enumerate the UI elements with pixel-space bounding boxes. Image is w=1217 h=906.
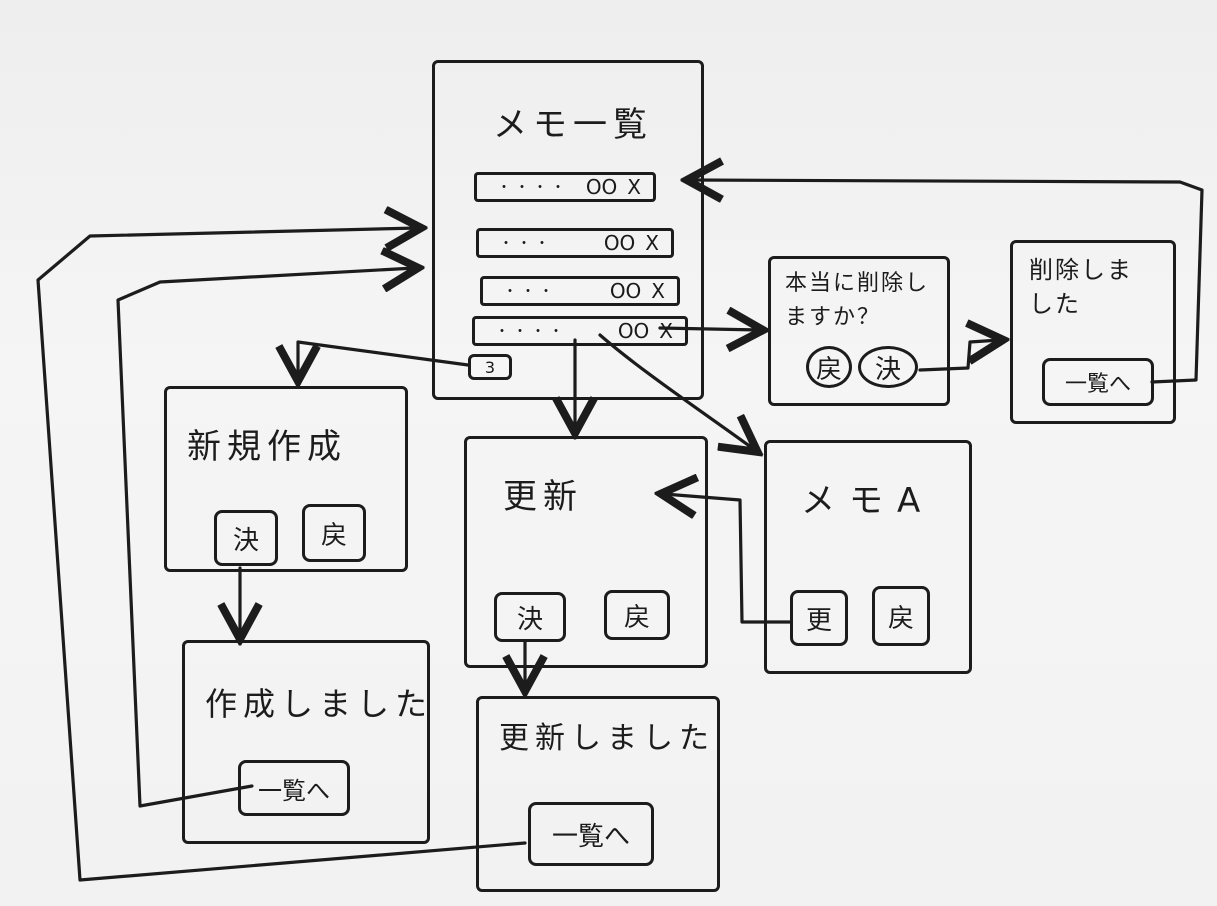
confirm-delete-title: 本当に削除しますか？	[785, 271, 930, 330]
memo-row-text: ・・・・	[497, 180, 569, 196]
update-title: 更新	[503, 477, 583, 517]
memo-a-title: メモA	[801, 481, 935, 521]
memo-row[interactable]: ・・・ OO X	[476, 228, 674, 258]
memo-list-screen: メモ一覧	[432, 60, 704, 400]
memo-list-title: メモ一覧	[493, 105, 653, 145]
arrow-list-to-memo-a	[598, 333, 755, 450]
back-to-list-button[interactable]: 一覧へ	[528, 802, 654, 866]
arrow-deleted-to-list	[690, 180, 1204, 384]
deleted-screen: 削除しました	[1010, 240, 1176, 424]
memo-row-text: ・・・・	[495, 324, 567, 340]
new-memo-title: 新規作成	[187, 427, 347, 467]
arrow-confirm-to-deleted	[918, 340, 1000, 372]
back-button[interactable]: 戻	[872, 586, 930, 646]
memo-row[interactable]: ・・・・ OO X	[474, 172, 656, 202]
pager-button[interactable]: 3	[468, 354, 512, 380]
arrow-updated-to-list	[36, 228, 527, 882]
memo-row[interactable]: ・・・ OO X	[480, 276, 680, 306]
arrow-delete-to-confirm	[658, 328, 760, 330]
delete-icon[interactable]: X	[659, 319, 673, 343]
confirm-button[interactable]: 決	[214, 510, 278, 566]
new-memo-screen: 新規作成	[164, 386, 408, 572]
memo-row-icon: OO	[603, 231, 636, 255]
memo-row-text: ・・・	[499, 236, 553, 252]
memo-a-screen: メモA	[764, 440, 972, 674]
confirm-button[interactable]: 決	[494, 592, 566, 642]
back-to-list-button[interactable]: 一覧へ	[1042, 358, 1154, 406]
back-button[interactable]: 戻	[302, 504, 366, 562]
back-to-list-button[interactable]: 一覧へ	[238, 760, 350, 816]
memo-row-icon: OO	[617, 319, 650, 343]
created-screen: 作成しました	[182, 640, 430, 844]
arrow-pager-to-new	[298, 340, 470, 378]
delete-icon[interactable]: X	[651, 279, 665, 303]
confirm-button[interactable]: 決	[858, 346, 918, 388]
deleted-title: 削除しました	[1029, 256, 1133, 318]
back-button[interactable]: 戻	[604, 590, 670, 640]
back-button[interactable]: 戻	[806, 346, 852, 388]
created-title: 作成しました	[205, 685, 434, 723]
memo-row[interactable]: ・・・・ OO X	[472, 316, 688, 346]
memo-row-icon: OO	[585, 175, 618, 199]
memo-row-icon: OO	[609, 279, 642, 303]
edit-button[interactable]: 更	[790, 590, 848, 646]
delete-icon[interactable]: X	[627, 175, 641, 199]
confirm-delete-screen: 本当に削除しますか？	[768, 256, 950, 406]
updated-screen: 更新しました	[476, 696, 720, 892]
update-screen: 更新	[464, 436, 708, 668]
updated-title: 更新しました	[499, 721, 715, 756]
delete-icon[interactable]: X	[645, 231, 659, 255]
arrow-created-to-list	[116, 268, 415, 808]
memo-row-text: ・・・	[503, 284, 557, 300]
